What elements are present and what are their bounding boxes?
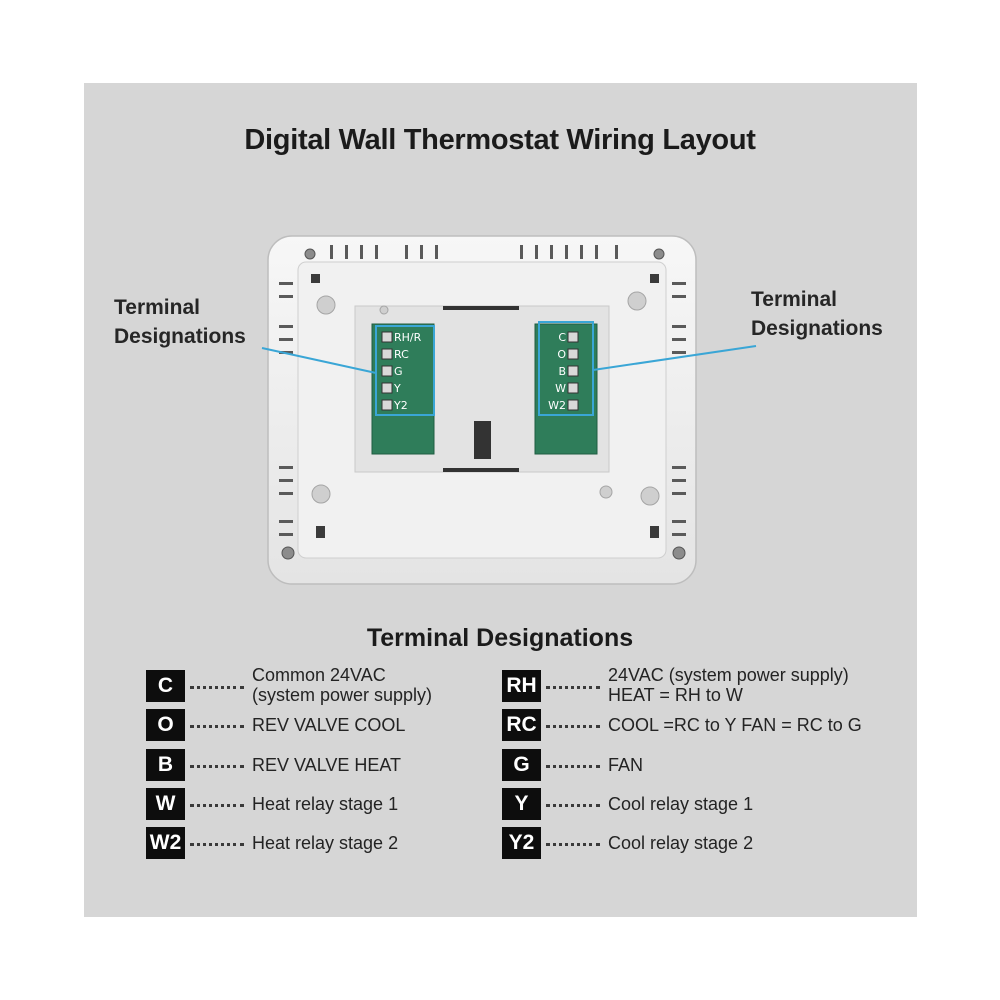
- description-line1: COOL =RC to Y FAN = RC to G: [608, 715, 862, 735]
- description-line2: (system power supply): [252, 685, 433, 705]
- terminal-description: Heat relay stage 1: [252, 794, 398, 814]
- description-line1: Heat relay stage 1: [252, 794, 399, 814]
- terminal-code-badge: W2: [146, 827, 185, 859]
- dotted-leader: [546, 765, 600, 768]
- callout-line-right: [592, 345, 757, 371]
- center-slot: [474, 421, 491, 459]
- pcb-pin-label: O: [557, 348, 566, 361]
- description-line1: Common 24VAC: [252, 665, 386, 685]
- legend-title: Terminal Designations: [366, 624, 634, 652]
- description-line1: REV VALVE HEAT: [252, 755, 402, 775]
- pcb-pin-label: Y2: [393, 399, 408, 412]
- terminal-board-right: [534, 323, 598, 455]
- dotted-leader: [190, 765, 244, 768]
- pcb-pin-label: C: [558, 331, 566, 344]
- callout-line1: Terminal: [114, 296, 200, 319]
- terminal-description: Common 24VAC(system power supply): [252, 665, 432, 705]
- terminal-description: Cool relay stage 1: [608, 794, 753, 814]
- clip-icon: [311, 274, 659, 538]
- terminal-code-badge: C: [146, 670, 185, 702]
- terminal-description: Heat relay stage 2: [252, 833, 398, 853]
- pcb-pin-label: B: [558, 365, 566, 378]
- terminal-screw-icon: [567, 331, 579, 411]
- terminal-code-badge: RH: [502, 670, 541, 702]
- description-line1: 24VAC (system power supply): [608, 665, 849, 685]
- terminal-highlight-left: [375, 325, 435, 416]
- pcb-pin-label: G: [394, 365, 403, 378]
- pcb-pin-label: RC: [394, 348, 409, 361]
- callout-line2: Designations: [751, 317, 883, 340]
- terminal-description: REV VALVE COOL: [252, 715, 405, 735]
- bottom-bar: [443, 468, 519, 472]
- terminal-description: FAN: [608, 755, 643, 775]
- vent-slots: [279, 245, 686, 536]
- callout-line-left: [261, 347, 377, 374]
- terminal-code-badge: B: [146, 749, 185, 781]
- pcb-pin-label: W2: [548, 399, 566, 412]
- dotted-leader: [190, 686, 244, 689]
- terminal-code-badge: G: [502, 749, 541, 781]
- description-line1: REV VALVE COOL: [252, 715, 406, 735]
- description-line1: Cool relay stage 2: [608, 833, 754, 853]
- description-line1: FAN: [608, 755, 644, 775]
- dotted-leader: [546, 725, 600, 728]
- dotted-leader: [190, 843, 244, 846]
- page-title: Digital Wall Thermostat Wiring Layout: [244, 124, 756, 156]
- callout-line1: Terminal: [751, 288, 837, 311]
- dotted-leader: [190, 804, 244, 807]
- pcb-pin-label: W: [555, 382, 566, 395]
- dotted-leader: [546, 804, 600, 807]
- terminal-code-badge: RC: [502, 709, 541, 741]
- callout-line2: Designations: [114, 325, 246, 348]
- mounting-hole-icon: [311, 291, 660, 506]
- terminal-description: REV VALVE HEAT: [252, 755, 401, 775]
- description-line1: Cool relay stage 1: [608, 794, 754, 814]
- dotted-leader: [546, 686, 600, 689]
- dotted-leader: [190, 725, 244, 728]
- terminal-description: Cool relay stage 2: [608, 833, 753, 853]
- screw-icon: [281, 248, 686, 560]
- terminal-screw-icon: [381, 331, 393, 411]
- terminal-description: COOL =RC to Y FAN = RC to G: [608, 715, 862, 735]
- callout-terminal-designations-left: Terminal Designations: [114, 293, 246, 351]
- terminal-code-badge: Y2: [502, 827, 541, 859]
- terminal-highlight-right: [538, 321, 594, 416]
- pcb-pin-label: Y: [393, 382, 401, 395]
- top-bar: [443, 306, 519, 310]
- pcb-pin-label: RH/R: [394, 331, 422, 344]
- terminal-code-badge: W: [146, 788, 185, 820]
- callout-terminal-designations-right: Terminal Designations: [751, 285, 883, 343]
- description-line2: HEAT = RH to W: [608, 685, 743, 705]
- terminal-code-badge: O: [146, 709, 185, 741]
- description-line1: Heat relay stage 2: [252, 833, 399, 853]
- dotted-leader: [546, 843, 600, 846]
- terminal-description: 24VAC (system power supply)HEAT = RH to …: [608, 665, 849, 705]
- terminal-code-badge: Y: [502, 788, 541, 820]
